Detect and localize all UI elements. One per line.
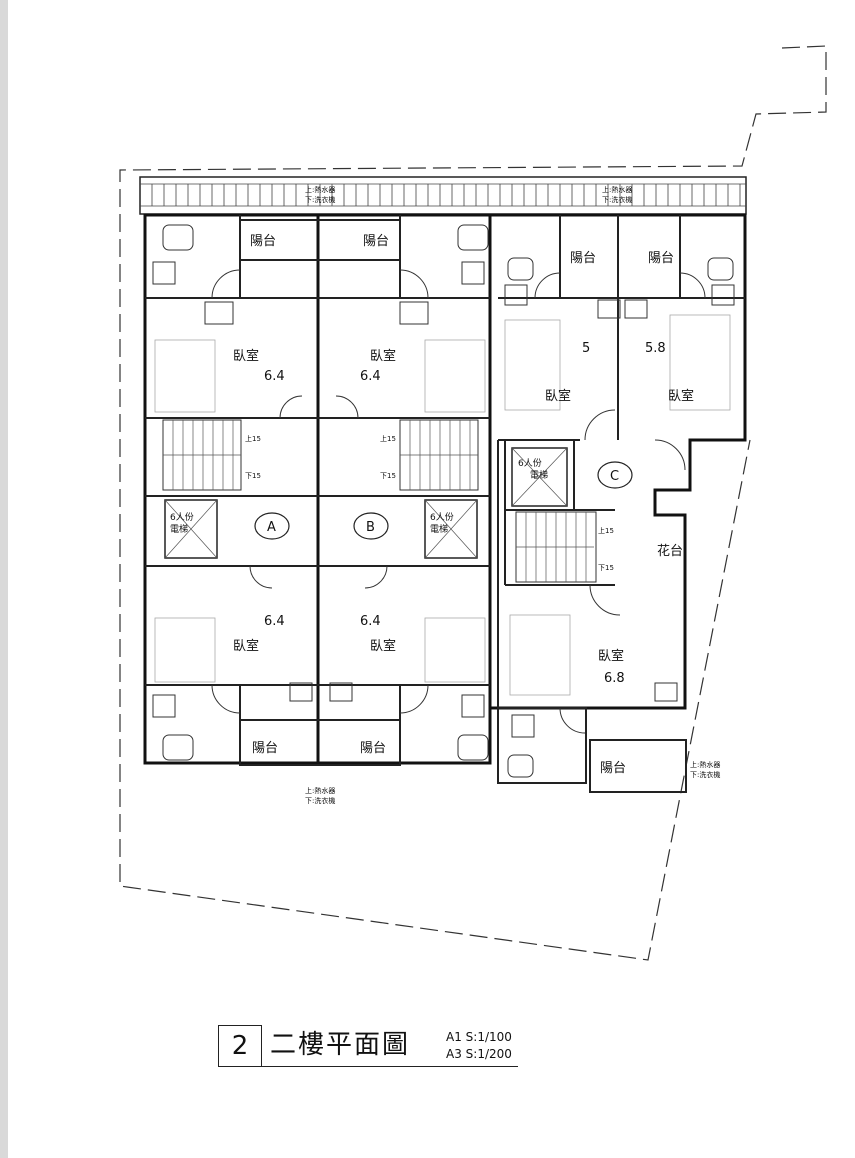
bedroom-area: 6.4 bbox=[360, 614, 381, 629]
scale-a1: A1 S:1/100 bbox=[446, 1030, 512, 1044]
elevator-c bbox=[511, 447, 568, 507]
stair-down-label: 下15 bbox=[245, 472, 261, 480]
bedroom-area: 5 bbox=[582, 341, 590, 356]
stair-down-label: 下15 bbox=[380, 472, 396, 480]
elevator-capacity: 6人份 bbox=[170, 511, 194, 523]
elevator-label: 電梯 bbox=[170, 523, 188, 535]
balcony-label: 陽台 bbox=[570, 251, 596, 266]
elevator-b bbox=[424, 499, 478, 559]
bedroom-label: 臥室 bbox=[598, 648, 624, 664]
heater-note: 上:熱水器 bbox=[690, 760, 720, 769]
heater-note: 上:熱水器 bbox=[305, 786, 335, 795]
title-underline bbox=[258, 1066, 518, 1067]
scale-a3: A3 S:1/200 bbox=[446, 1047, 512, 1061]
bedroom-area: 5.8 bbox=[645, 341, 666, 356]
bedroom-label: 臥室 bbox=[233, 638, 259, 654]
top-railing bbox=[139, 176, 747, 215]
bedroom-label: 臥室 bbox=[668, 388, 694, 404]
balcony-label: 陽台 bbox=[252, 741, 278, 756]
balcony-label: 陽台 bbox=[648, 251, 674, 266]
bedroom-label: 臥室 bbox=[370, 638, 396, 654]
bedroom-area: 6.4 bbox=[264, 369, 285, 384]
elevator-label: 電梯 bbox=[530, 469, 548, 481]
washer-note: 下:洗衣機 bbox=[305, 796, 335, 805]
property-boundary bbox=[119, 45, 827, 961]
balcony-label: 陽台 bbox=[250, 234, 276, 249]
washer-note: 下:洗衣機 bbox=[690, 770, 720, 779]
stair-down-label: 下15 bbox=[598, 564, 614, 572]
balcony-label: 陽台 bbox=[360, 741, 386, 756]
bedroom-area: 6.8 bbox=[604, 671, 625, 686]
bedroom-area: 6.4 bbox=[360, 369, 381, 384]
unit-b-label: B bbox=[366, 520, 375, 535]
heater-note: 上:熱水器 bbox=[602, 185, 632, 194]
washer-note: 下:洗衣機 bbox=[602, 195, 632, 204]
stair-up-label: 上15 bbox=[380, 434, 396, 443]
unit-c-label: C bbox=[610, 469, 619, 484]
drawing-number: 2 bbox=[218, 1025, 262, 1067]
drawing-title: 二樓平面圖 bbox=[270, 1030, 411, 1060]
page-edge-shadow bbox=[0, 0, 8, 1158]
bedroom-area: 6.4 bbox=[264, 614, 285, 629]
building-right-block bbox=[490, 213, 747, 710]
elevator-label: 電梯 bbox=[430, 523, 448, 535]
unit-b-marker bbox=[353, 512, 389, 540]
unit-a-label: A bbox=[267, 520, 276, 535]
unit-c-marker bbox=[597, 461, 633, 489]
heater-note: 上:熱水器 bbox=[305, 185, 335, 194]
bedroom-label: 臥室 bbox=[233, 348, 259, 364]
washer-note: 下:洗衣機 bbox=[305, 195, 335, 204]
stair-up-label: 上15 bbox=[245, 434, 261, 443]
stair-up-label: 上15 bbox=[598, 526, 614, 535]
unit-a-marker bbox=[254, 512, 290, 540]
elevator-a bbox=[164, 499, 218, 559]
balcony-label: 陽台 bbox=[363, 234, 389, 249]
bedroom-label: 臥室 bbox=[545, 388, 571, 404]
balcony-label: 陽台 bbox=[600, 761, 626, 776]
elevator-capacity: 6人份 bbox=[430, 511, 454, 523]
bedroom-label: 臥室 bbox=[370, 348, 396, 364]
elevator-capacity: 6人份 bbox=[518, 457, 542, 469]
flower-bed-label: 花台 bbox=[657, 543, 683, 559]
